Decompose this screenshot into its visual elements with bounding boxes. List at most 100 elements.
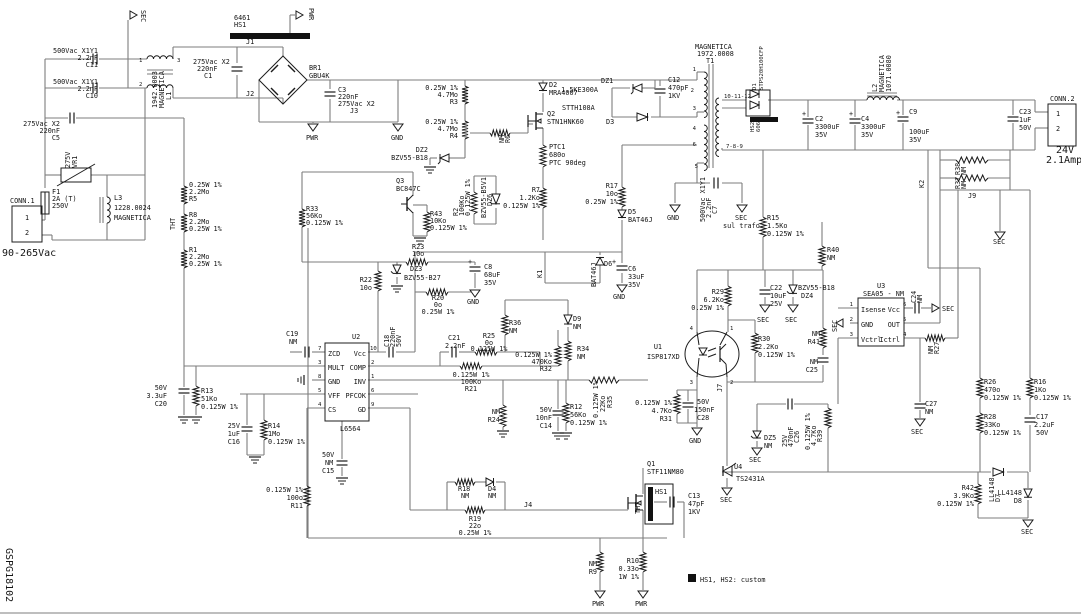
label: D7 (994, 494, 1002, 502)
resistor-symbol (454, 477, 476, 487)
shunt-regulator-symbol (721, 465, 733, 477)
resistor-symbol (955, 173, 989, 183)
label: PWR (307, 8, 315, 21)
label: + (896, 109, 900, 117)
label: SEC (757, 316, 769, 324)
label: 2.2nF (78, 85, 98, 93)
label: R12 (570, 403, 582, 411)
label: 22o (469, 522, 481, 530)
label: CS (328, 406, 336, 414)
label: U4 (734, 463, 742, 471)
label: R36 (509, 319, 521, 327)
label: 2 (25, 229, 29, 237)
optocoupler-symbol (719, 331, 728, 346)
label: NM (960, 181, 968, 189)
label: 220nF (197, 65, 217, 73)
label: 3 (693, 106, 696, 112)
label: 1 (693, 67, 696, 73)
label: J4 (524, 501, 532, 509)
label: 7 (318, 346, 321, 352)
label: 2.2Mo (189, 188, 209, 196)
resistor-symbol (464, 505, 486, 515)
label: 0.125W 1% (570, 419, 607, 427)
resistor-symbol (405, 257, 429, 267)
label: 220nF (40, 127, 60, 135)
label: 1.2Ko (520, 194, 540, 202)
ground-arrow-icon (616, 284, 628, 293)
label: GBU4K (309, 72, 330, 80)
label: R34 (577, 345, 589, 353)
label: 24V (1056, 145, 1074, 156)
zener-diode-symbol (786, 291, 790, 294)
ground-arrow-icon (392, 123, 404, 132)
zener-diode-symbol (390, 271, 394, 274)
net-arrow-icon (129, 10, 139, 20)
label: 0.125W 1% (592, 381, 600, 418)
label: 1071.0080 (885, 55, 893, 92)
label: C19 (286, 330, 298, 338)
inductor-symbol (715, 97, 720, 157)
label: 1KV (668, 92, 680, 100)
label: 35V (909, 136, 921, 144)
label: 10nF (536, 414, 552, 422)
label: 2.2Mo (189, 218, 209, 226)
label: R37 (954, 177, 962, 189)
label: C6 (628, 265, 636, 273)
resistor-symbol (758, 216, 768, 238)
ground-arrow-icon (669, 204, 681, 213)
label: 0.125W 1% (306, 219, 343, 227)
label: 500Vac X1Y1 (53, 78, 98, 86)
component-box (644, 483, 674, 525)
label: 0.125W 1% (515, 351, 552, 359)
label: SEC (993, 238, 1005, 246)
label: LL4148 (988, 477, 996, 502)
label: HS1 (234, 21, 246, 29)
label: 56Ko (306, 212, 322, 220)
bridge-rectifier-symbol (270, 87, 279, 96)
label: T1 (706, 57, 714, 65)
diode-symbol (749, 89, 761, 99)
label: GND (667, 214, 679, 222)
label: GSPG18102 (3, 548, 14, 602)
label: R17 (606, 182, 618, 190)
label: 2 (139, 82, 142, 88)
label: 220nF (389, 327, 397, 347)
label: DZ3 (410, 265, 422, 273)
label: C9 (909, 108, 917, 116)
label: 0.125W 1% (984, 429, 1021, 437)
label: 4 (690, 326, 694, 332)
label: 1942.0003 (151, 71, 159, 108)
label: DZ2 (416, 146, 428, 154)
label: 10uF (770, 292, 786, 300)
label: 1.5Ko (767, 222, 787, 230)
label: 56Ko (570, 411, 586, 419)
label: DZ1 (601, 77, 613, 85)
label: R4 (450, 132, 458, 140)
label: 68uF (484, 271, 500, 279)
ground-arrow-icon (594, 590, 606, 599)
inductor-symbol (703, 124, 708, 171)
ground-arrow-icon (307, 123, 319, 132)
label: 220nF (338, 93, 358, 101)
label: GND (861, 321, 873, 329)
diode-symbol (563, 314, 573, 326)
label: D5 (628, 208, 636, 216)
label: SEA05 - NM (863, 290, 904, 298)
label: NM (960, 167, 968, 175)
resistor-symbol (498, 404, 508, 428)
label: 6461 (234, 14, 250, 22)
inductor-symbol (146, 84, 174, 89)
label: NM (589, 560, 597, 568)
label: NM (492, 408, 500, 416)
label: C12 (668, 76, 680, 84)
label: 90-265Vac (2, 248, 56, 259)
label: 0.125W 1% (984, 394, 1021, 402)
label: 680o (549, 151, 565, 159)
label: C24 (910, 291, 918, 303)
label: R18 (458, 485, 470, 493)
ground-arrow-icon (914, 418, 926, 427)
label: C18 (383, 335, 391, 347)
label: NM (916, 295, 924, 303)
label: C23 (1019, 108, 1031, 116)
label: 2 (1056, 125, 1060, 133)
